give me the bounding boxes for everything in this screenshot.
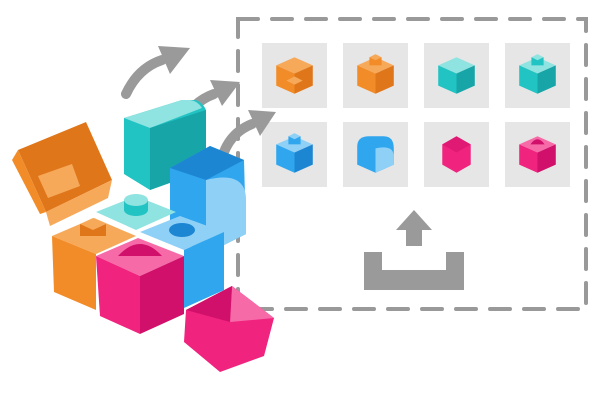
orange-hollow-cube-icon <box>12 122 112 226</box>
transfer-arrow-icon <box>121 46 190 99</box>
tile-pink-hexagon[interactable] <box>424 122 489 187</box>
pink-dome-cube-icon <box>519 136 556 173</box>
upload-tray-icon[interactable] <box>362 208 466 290</box>
teal-stud-cube-icon <box>96 194 176 230</box>
blue-stud-cube-icon <box>276 133 313 173</box>
tile-teal-stud-cube[interactable] <box>505 43 570 108</box>
transfer-arrow-icon <box>219 110 276 157</box>
tile-teal-cube[interactable] <box>424 43 489 108</box>
orange-stud-cube-icon <box>52 218 136 310</box>
tile-orange-hollow-cube[interactable] <box>262 43 327 108</box>
building-blocks-cluster <box>12 100 274 372</box>
tile-pink-dome-cube[interactable] <box>505 122 570 187</box>
pink-hexagon-icon <box>442 136 471 173</box>
tile-orange-stud-cube[interactable] <box>343 43 408 108</box>
pink-dome-cube-icon <box>96 238 184 334</box>
tile-blue-rounded-cube[interactable] <box>343 122 408 187</box>
blue-stud-cube-icon <box>140 216 224 308</box>
tile-blue-stud-cube[interactable] <box>262 122 327 187</box>
orange-stud-cube-icon <box>357 54 394 94</box>
pink-hexagon-icon <box>184 286 274 372</box>
blue-rounded-cube-icon <box>357 136 394 173</box>
teal-stud-cube-icon <box>519 54 556 94</box>
teal-cube-icon <box>438 57 475 94</box>
orange-hollow-cube-icon <box>276 57 313 94</box>
